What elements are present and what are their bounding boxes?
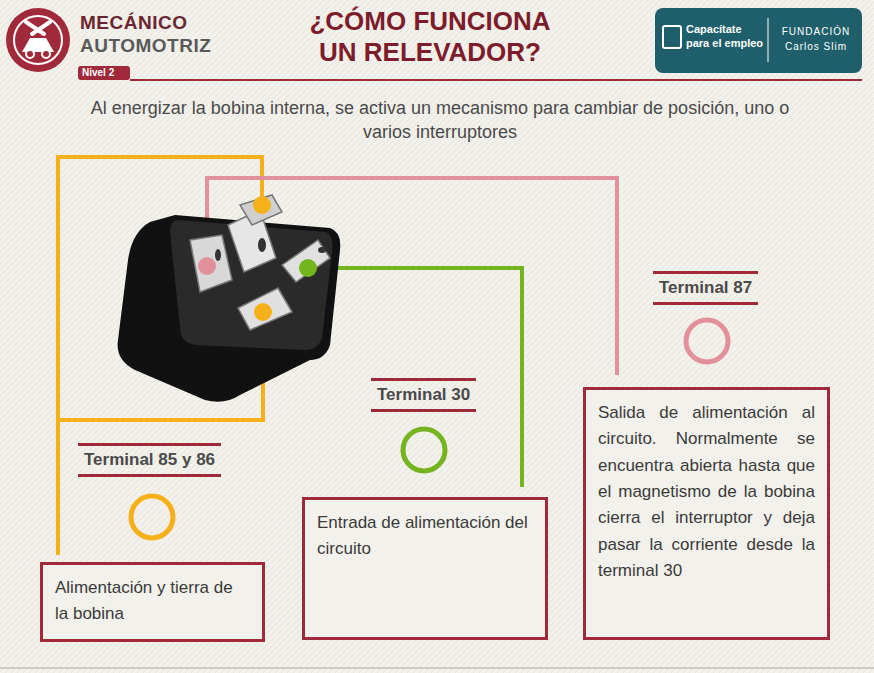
terminal-heading: Terminal 85 y 86 [78, 443, 221, 477]
pin-dot [253, 196, 271, 214]
wires [58, 157, 617, 555]
terminal-heading: Terminal 30 [371, 378, 476, 412]
badge-divider [768, 18, 769, 62]
badge-text: Capacítate para el empleo [686, 22, 764, 51]
subtitle: Al energizar la bobina interna, se activ… [90, 96, 790, 145]
brand-name: AUTOMOTRIZ [80, 35, 211, 57]
description: Salida de alimentación al circuito. Norm… [598, 400, 815, 584]
relay [118, 195, 341, 402]
description: Entrada de alimentación del circuito [317, 510, 533, 563]
badge-icon [663, 26, 681, 48]
level-tag: Nivel 2 [82, 66, 114, 80]
pin-dot [198, 257, 216, 275]
title: ¿CÓMO FUNCIONA UN RELEVADOR? [300, 6, 560, 68]
badge-text: FUNDACIÓN Carlos Slim [774, 24, 858, 54]
brand-name: MECÁNICO [80, 12, 187, 34]
pin-dot [254, 303, 272, 321]
header-rule [130, 79, 862, 81]
text-box: Terminal 87Salida de alimentación al cir… [583, 387, 830, 640]
terminal-heading: Terminal 87 [653, 271, 758, 305]
pin-dot [299, 259, 317, 277]
footer-rule [0, 667, 874, 669]
text-box: Terminal 30Entrada de alimentación del c… [302, 497, 548, 640]
terminal-ring [686, 320, 728, 362]
terminal-ring [403, 429, 445, 471]
sponsor-badge [655, 8, 862, 73]
level-pill [78, 66, 130, 80]
terminal-ring [131, 496, 173, 538]
logo [6, 8, 70, 72]
description: Alimentación y tierra de la bobina [55, 575, 250, 628]
text-box: Terminal 85 y 86Alimentación y tierra de… [40, 562, 265, 642]
